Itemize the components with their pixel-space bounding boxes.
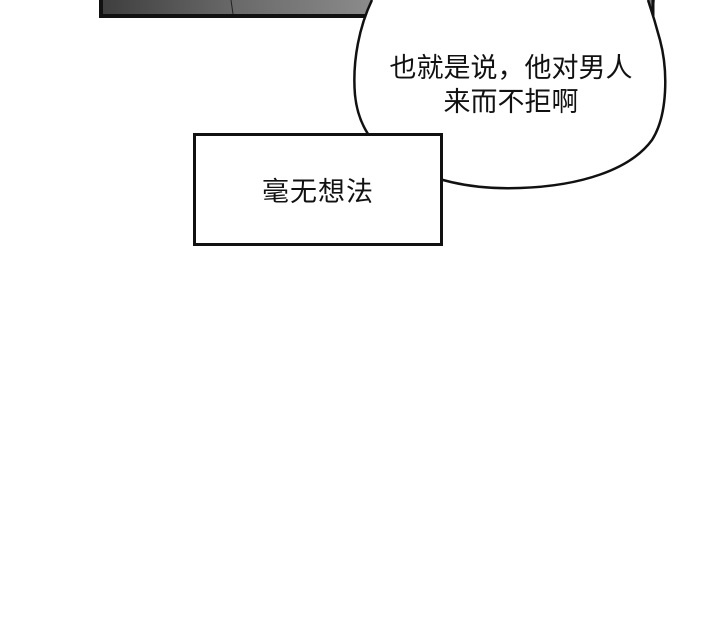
top-panel-fragment <box>99 0 375 18</box>
speech-line-2: 来而不拒啊 <box>443 87 579 118</box>
speech-line-1: 也就是说，他对男人 <box>389 53 633 84</box>
caption-box: 毫无想法 <box>193 133 443 246</box>
caption-text: 毫无想法 <box>262 177 374 208</box>
speech-bubble-text: 也就是说，他对男人 来而不拒啊 <box>352 52 670 120</box>
